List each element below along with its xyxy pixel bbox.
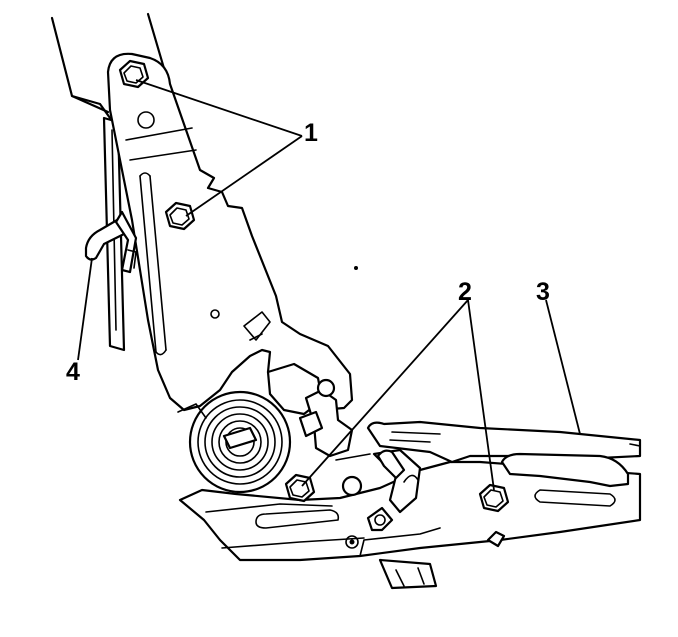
bolt-upper-b bbox=[164, 201, 196, 231]
callout-1: 1 bbox=[304, 119, 318, 147]
recliner-upper-plate bbox=[106, 52, 358, 412]
leader-lines bbox=[77, 79, 581, 491]
release-handle bbox=[84, 210, 138, 274]
leader-3 bbox=[545, 299, 581, 435]
leader-4 bbox=[77, 257, 93, 361]
lower-bracket bbox=[178, 460, 642, 590]
leader-1b bbox=[185, 135, 303, 217]
callout-3: 3 bbox=[536, 278, 550, 306]
leader-2a bbox=[301, 299, 469, 487]
bolt-lower-b bbox=[478, 483, 510, 513]
leader-1a bbox=[135, 79, 303, 137]
callout-4: 4 bbox=[66, 358, 80, 386]
recliner-coil-spring bbox=[177, 390, 292, 494]
recliner-mechanism bbox=[266, 362, 422, 532]
seat-cushion-frame bbox=[366, 420, 642, 507]
callout-2: 2 bbox=[458, 278, 472, 306]
leader-2b bbox=[467, 299, 495, 491]
bolt-lower-a bbox=[284, 473, 316, 503]
bolt-upper-a bbox=[118, 59, 150, 89]
callouts: 1 2 3 4 bbox=[66, 119, 550, 386]
